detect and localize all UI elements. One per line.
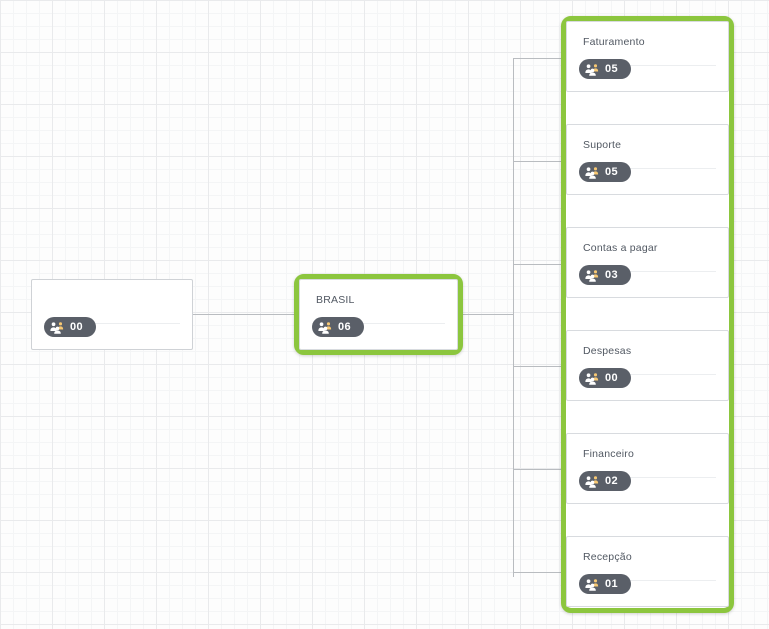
connector-branch-suporte	[513, 161, 565, 162]
org-node-root[interactable]: 00	[31, 279, 193, 350]
connector-trunk-vertical	[513, 58, 514, 577]
member-count-value: 05	[605, 62, 619, 75]
users-group-icon	[585, 578, 600, 591]
org-node-faturamento[interactable]: Faturamento 05	[566, 21, 729, 92]
member-count-badge[interactable]: 05	[579, 59, 631, 79]
member-count-badge[interactable]: 05	[579, 162, 631, 182]
connector-country-to-trunk	[463, 314, 514, 315]
member-count-badge-root[interactable]: 00	[44, 317, 96, 337]
card-divider	[312, 323, 445, 324]
member-count-badge-country[interactable]: 06	[312, 317, 364, 337]
member-count-value: 00	[70, 320, 84, 333]
connector-branch-faturamento	[513, 58, 565, 59]
users-group-icon	[585, 372, 600, 385]
member-count-value: 01	[605, 577, 619, 590]
member-count-badge[interactable]: 02	[579, 471, 631, 491]
card-divider	[579, 477, 716, 478]
member-count-badge[interactable]: 03	[579, 265, 631, 285]
connector-branch-despesas	[513, 366, 565, 367]
users-group-icon	[50, 321, 65, 334]
users-group-icon	[585, 475, 600, 488]
org-node-country-title: BRASIL	[316, 294, 355, 306]
member-count-badge[interactable]: 00	[579, 368, 631, 388]
connector-branch-recepcao	[513, 572, 565, 573]
org-node-suporte[interactable]: Suporte 05	[566, 124, 729, 195]
org-node-title: Faturamento	[583, 36, 645, 48]
connector-branch-financeiro	[513, 469, 565, 470]
org-node-title: Recepção	[583, 551, 632, 563]
member-count-badge[interactable]: 01	[579, 574, 631, 594]
org-node-financeiro[interactable]: Financeiro 02	[566, 433, 729, 504]
connector-root-to-country	[193, 314, 294, 315]
org-node-recepcao[interactable]: Recepção 01	[566, 536, 729, 607]
org-node-title: Contas a pagar	[583, 242, 658, 254]
card-divider	[579, 65, 716, 66]
connector-branch-contas-a-pagar	[513, 264, 565, 265]
member-count-value: 02	[605, 474, 619, 487]
card-divider	[579, 374, 716, 375]
member-count-value: 00	[605, 371, 619, 384]
member-count-value: 03	[605, 268, 619, 281]
users-group-icon	[585, 269, 600, 282]
card-divider	[579, 168, 716, 169]
org-node-country[interactable]: BRASIL 06	[299, 279, 458, 350]
card-divider	[579, 580, 716, 581]
org-node-title: Despesas	[583, 345, 632, 357]
card-divider	[44, 323, 180, 324]
member-count-value: 06	[338, 320, 352, 333]
org-node-title: Financeiro	[583, 448, 635, 460]
org-node-country-selection[interactable]: BRASIL 06	[294, 274, 463, 355]
card-divider	[579, 271, 716, 272]
users-group-icon	[585, 63, 600, 76]
users-group-icon	[585, 166, 600, 179]
member-count-value: 05	[605, 165, 619, 178]
org-node-contas-a-pagar[interactable]: Contas a pagar 03	[566, 227, 729, 298]
org-node-despesas[interactable]: Despesas 00	[566, 330, 729, 401]
users-group-icon	[318, 321, 333, 334]
org-node-title: Suporte	[583, 139, 622, 151]
